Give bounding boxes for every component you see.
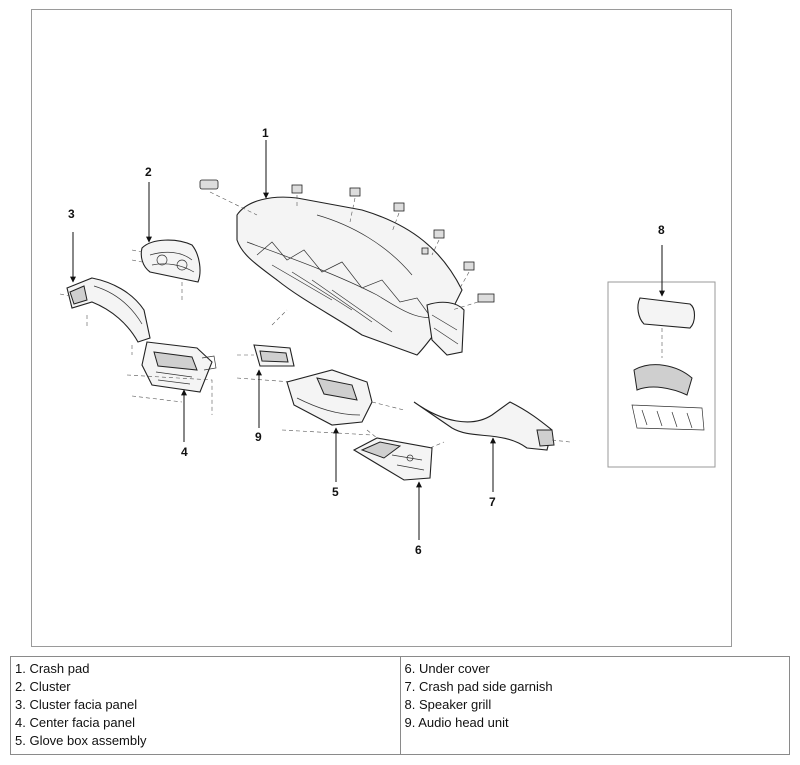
parts-legend-table: 1. Crash pad 2. Cluster 3. Cluster facia… [10,656,790,755]
callout-1: 1 [262,126,269,140]
callout-2: 2 [145,165,152,179]
callout-5: 5 [332,485,339,499]
legend-item-cluster: 2. Cluster [15,679,71,694]
audio-head-unit-part [236,309,295,383]
legend-column-left: 1. Crash pad 2. Cluster 3. Cluster facia… [11,657,400,754]
legend-column-right: 6. Under cover 7. Crash pad side garnish… [399,657,790,754]
legend-item-audio-head-unit: 9. Audio head unit [404,715,509,730]
callout-3: 3 [68,207,75,221]
callout-9: 9 [255,430,262,444]
legend-item-crash-pad: 1. Crash pad [15,661,90,676]
crash-pad-side-garnish-part [413,401,571,451]
legend-item-center-facia-panel: 4. Center facia panel [15,715,135,730]
legend-item-cluster-facia-panel: 3. Cluster facia panel [15,697,138,712]
legend-item-under-cover: 6. Under cover [404,661,490,676]
legend-item-glove-box-assembly: 5. Glove box assembly [15,733,147,748]
callout-6: 6 [415,543,422,557]
under-cover-part [352,429,445,481]
callout-8: 8 [658,223,665,237]
diagram-canvas: 1 2 3 4 5 6 7 8 9 [59,126,716,557]
crash-pad-clips [199,179,495,311]
center-facia-panel-part [126,341,217,415]
crash-pad-part [236,196,465,356]
exploded-view-diagram: 1 2 3 4 5 6 7 8 9 [31,9,732,647]
callout-4: 4 [181,445,188,459]
glove-box-assembly-part [281,369,405,436]
speaker-grill-inset [607,281,716,468]
callout-7: 7 [489,495,496,509]
legend-item-speaker-grill: 8. Speaker grill [404,697,492,712]
cluster-facia-panel-part [59,277,151,355]
legend-item-crash-pad-side-garnish: 7. Crash pad side garnish [404,679,553,694]
cluster-part [131,239,201,300]
leader-lines [70,140,665,540]
